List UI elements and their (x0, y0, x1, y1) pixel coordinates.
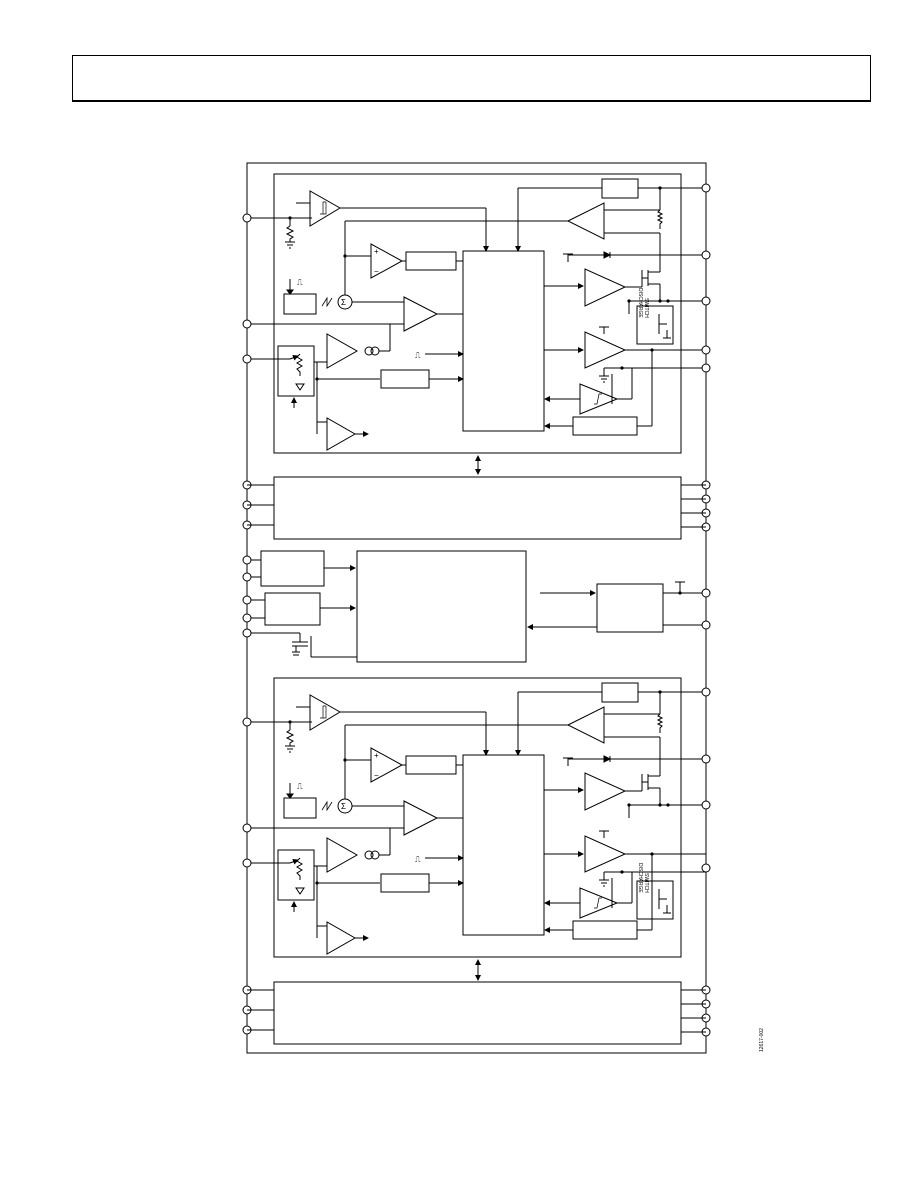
pin (242, 319, 252, 329)
uvlo-block (264, 592, 321, 626)
reference-block (260, 550, 325, 587)
interface-block-1 (242, 476, 711, 540)
channel-1-pins (242, 183, 711, 373)
pin (701, 296, 711, 306)
device-outline (246, 162, 707, 1054)
page-header-frame (72, 55, 871, 102)
pin (701, 183, 711, 193)
channel-1-discharge-switch (636, 287, 674, 345)
central-control-block (356, 550, 527, 663)
channel-2-pins (242, 687, 711, 873)
channel-2-discharge-switch (636, 862, 674, 920)
pin (701, 250, 711, 260)
pin (242, 354, 252, 364)
pin (701, 363, 711, 373)
interface-block-2 (242, 981, 711, 1045)
bias-section (242, 550, 711, 663)
pin (242, 213, 252, 223)
channel-1-block (247, 174, 706, 453)
pin (701, 345, 711, 355)
ldo-regulator-block (596, 583, 664, 633)
figure-id: 12617-002 (759, 1028, 765, 1052)
channel-2-block (247, 678, 706, 957)
